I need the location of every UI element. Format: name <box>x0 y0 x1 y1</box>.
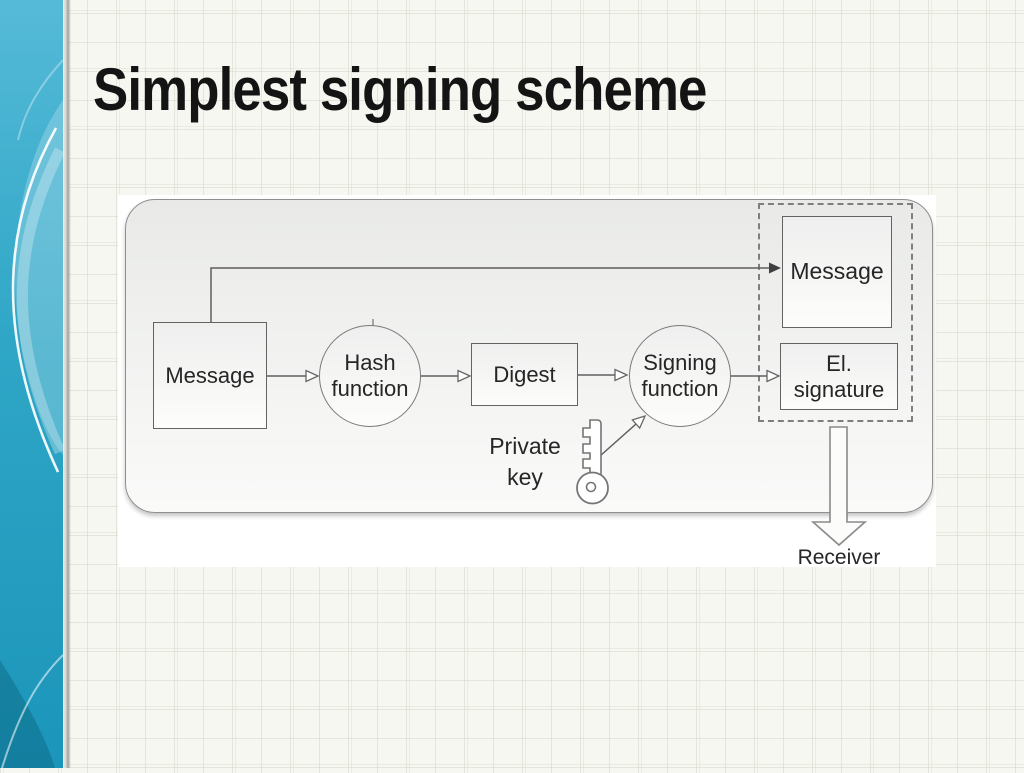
signing-scheme-diagram: Message Hash function Digest Signing fun… <box>118 195 936 569</box>
signed-output-group <box>758 203 913 422</box>
sidebar-shadow-divider <box>63 0 71 768</box>
signing-function-node: Signing function <box>629 325 731 427</box>
swoosh-decoration-icon <box>0 0 66 769</box>
receiver-arrow <box>810 426 868 547</box>
received-message-node: Message <box>782 216 892 328</box>
decorative-sidebar <box>0 0 66 769</box>
hash-function-node: Hash function <box>319 325 421 427</box>
signature-node: El. signature <box>780 343 898 410</box>
key-icon <box>576 419 609 505</box>
private-key-label: Private key <box>489 433 561 491</box>
message-source-node: Message <box>153 322 267 429</box>
flow-connectors <box>210 262 868 547</box>
slide-title: Simplest signing scheme <box>93 56 707 123</box>
receiver-label: Receiver <box>797 546 881 569</box>
digest-node: Digest <box>471 343 578 406</box>
